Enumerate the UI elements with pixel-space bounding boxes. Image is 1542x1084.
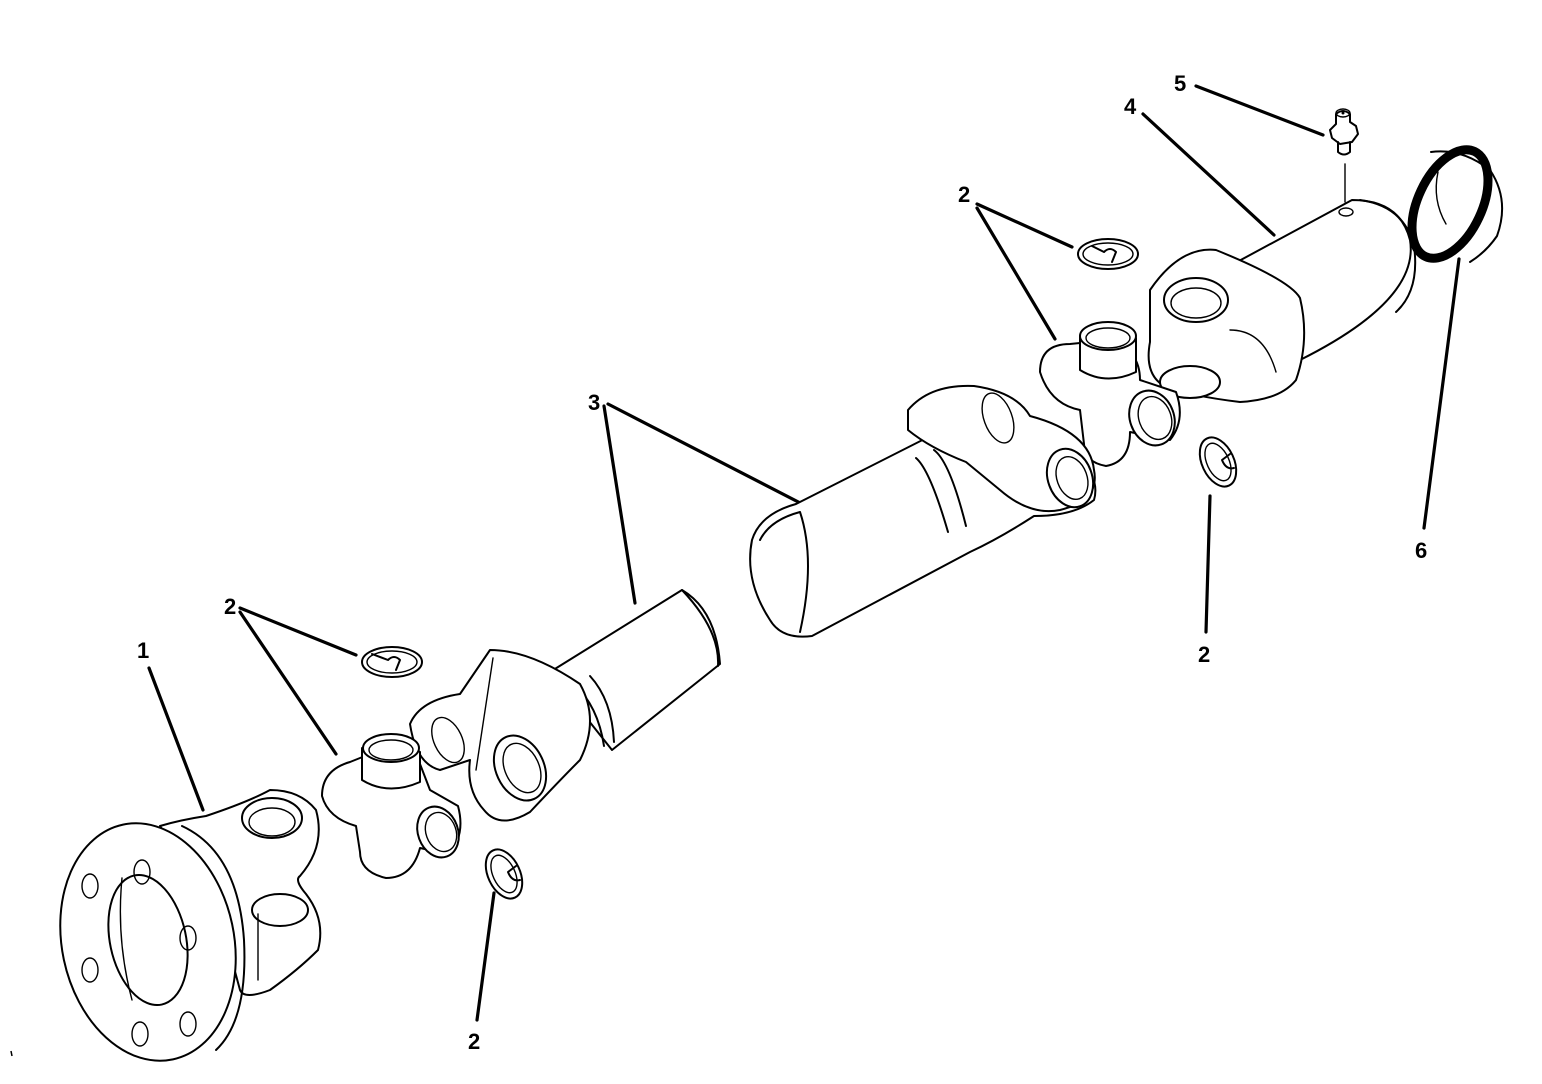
shaft-tube-rear-section bbox=[749, 384, 1097, 638]
slip-yoke-part-4 bbox=[1147, 199, 1417, 403]
front-retaining-ring-upper bbox=[361, 646, 423, 678]
front-universal-joint-cross bbox=[321, 733, 462, 879]
rear-universal-joint-cross bbox=[1039, 321, 1181, 467]
callout-3-shaft-tube: 3 bbox=[588, 390, 601, 415]
callout-6-seal: 6 bbox=[1415, 538, 1428, 563]
scan-artifact bbox=[10, 1050, 13, 1057]
leader-lines bbox=[147, 84, 1461, 1022]
callout-4-slip-yoke: 4 bbox=[1124, 94, 1137, 119]
callout-5-grease-fitting: 5 bbox=[1174, 71, 1187, 96]
callout-2-rear-lower: 2 bbox=[1198, 642, 1211, 667]
callout-2-front-upper: 2 bbox=[224, 594, 237, 619]
front-retaining-ring-lower bbox=[484, 848, 524, 900]
flange-yoke-part-1 bbox=[59, 789, 322, 1062]
callout-2-rear-upper: 2 bbox=[958, 182, 971, 207]
rear-retaining-ring-lower bbox=[1198, 436, 1238, 488]
callout-1-flange-yoke: 1 bbox=[137, 638, 150, 663]
seal-part-6 bbox=[1407, 145, 1504, 263]
rear-retaining-ring-upper bbox=[1077, 238, 1139, 270]
callout-2-front-lower: 2 bbox=[468, 1029, 481, 1054]
shaft-tube-front-section bbox=[409, 589, 721, 822]
grease-fitting-part-5 bbox=[1329, 108, 1359, 203]
